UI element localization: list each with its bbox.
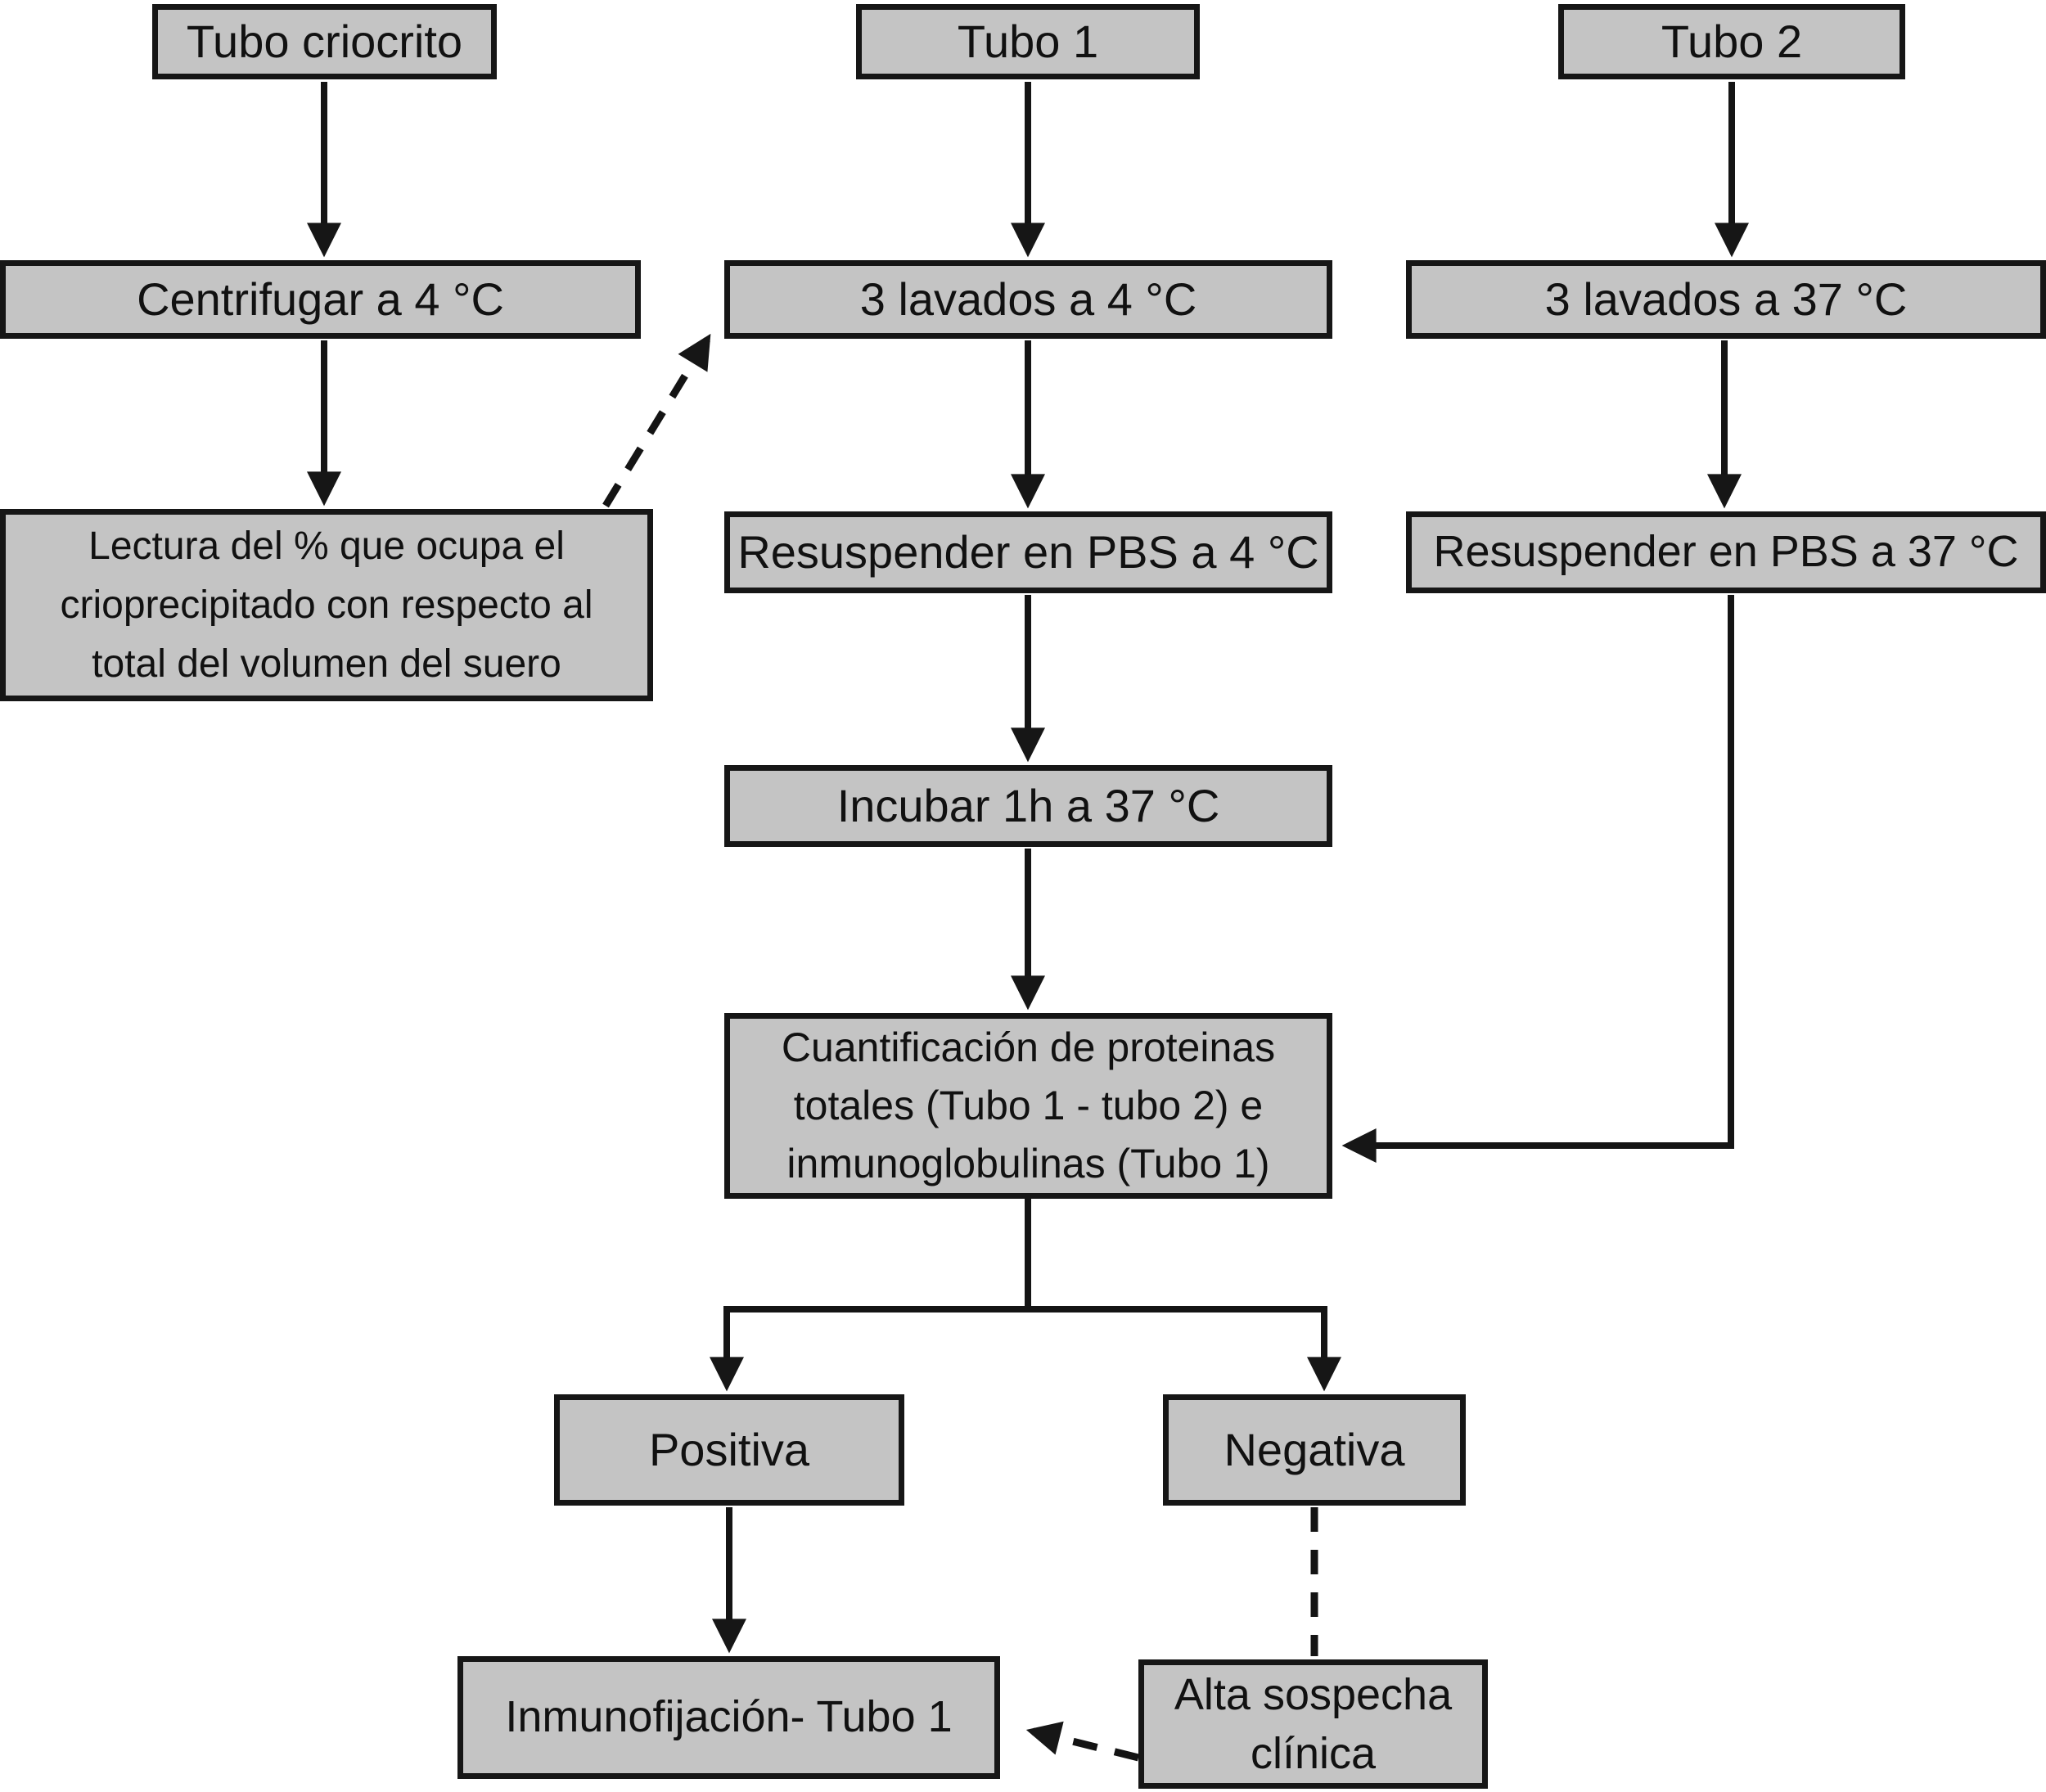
node-positiva: Positiva [554,1394,904,1506]
node-label: Resuspender en PBS a 4 °C [737,525,1319,578]
node-alta-sospecha-clinica: Alta sospecha clínica [1138,1659,1488,1789]
node-label: 3 lavados a 4 °C [859,272,1197,325]
node-tubo-2: Tubo 2 [1558,4,1905,79]
node-label-line-1: Cuantificación de proteinas [781,1024,1276,1070]
node-label: Inmunofijación- Tubo 1 [505,1692,953,1742]
node-label: Tubo 1 [957,15,1099,67]
node-label-line-2: crioprecipitado con respecto al [60,583,593,627]
node-3-lavados-37c: 3 lavados a 37 °C [1406,260,2046,339]
node-label-line-2: totales (Tubo 1 - tubo 2) e [793,1083,1264,1128]
node-label-line-1: Alta sospecha [1174,1670,1453,1719]
node-label-line-3: total del volumen del suero [92,642,561,686]
dashed-arrow-lectura-to-lavados4 [602,333,711,508]
node-negativa: Negativa [1163,1394,1466,1506]
node-label-line-3: inmunoglobulinas (Tubo 1) [786,1141,1270,1186]
node-cuantificacion-proteinas: Cuantificación de proteinas totales (Tub… [724,1013,1332,1199]
node-3-lavados-4c: 3 lavados a 4 °C [724,260,1332,339]
node-resuspender-pbs-4c: Resuspender en PBS a 4 °C [724,511,1332,593]
node-label: Tubo 2 [1661,15,1803,67]
node-label: Resuspender en PBS a 37 °C [1433,527,2019,577]
node-tubo-criocrito: Tubo criocrito [152,4,497,79]
node-lectura-porcentaje: Lectura del % que ocupa el crioprecipita… [0,509,653,701]
node-label-line-1: Lectura del % que ocupa el [88,524,565,568]
node-incubar-1h-37c: Incubar 1h a 37 °C [724,765,1332,847]
arrow-resuspender37-to-cuantificacion [1341,595,1734,1163]
node-label: Tubo criocrito [186,15,463,67]
dashed-arrow-altasospecha-to-inmunofijacion [1025,1721,1140,1762]
node-inmunofijacion-tubo-1: Inmunofijación- Tubo 1 [457,1656,1000,1779]
node-tubo-1: Tubo 1 [856,4,1200,79]
node-label: Negativa [1224,1423,1405,1475]
node-label: Positiva [648,1423,810,1475]
node-label-line-2: clínica [1250,1729,1377,1778]
node-resuspender-pbs-37c: Resuspender en PBS a 37 °C [1406,511,2046,593]
node-label: 3 lavados a 37 °C [1544,272,1908,325]
node-label: Incubar 1h a 37 °C [836,779,1220,831]
node-centrifugar-4c: Centrifugar a 4 °C [0,260,641,339]
node-label: Centrifugar a 4 °C [137,272,504,325]
